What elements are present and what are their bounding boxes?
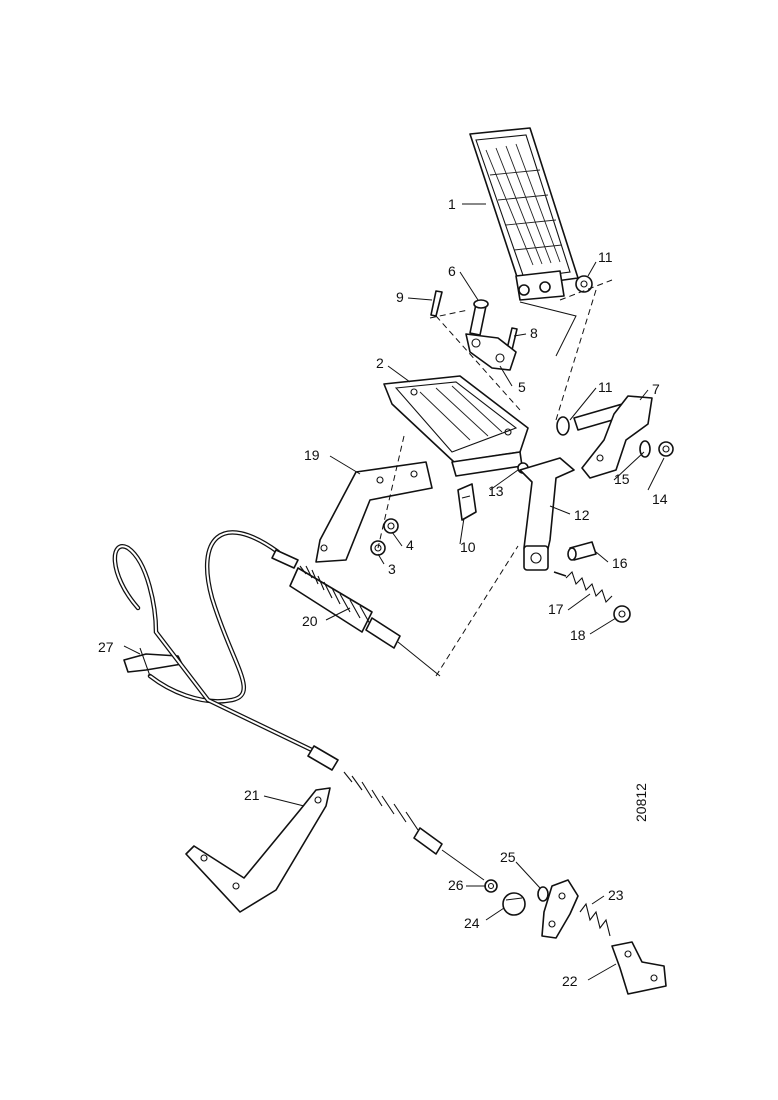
ball-joint [502,892,526,916]
callout-leaders [123,203,665,981]
assembly-line [519,301,577,357]
callout-17: 17 [548,601,564,617]
callout-6: 6 [448,263,456,279]
callout-16: 16 [612,555,628,571]
bracket-clip [457,483,477,521]
lower-cable-adjuster [307,745,485,881]
callout-11-lower: 11 [598,379,613,395]
callout-1: 1 [448,196,456,212]
shaft-washer [556,416,570,436]
pedal-mounting-plate [383,375,529,477]
spring-bracket [611,941,667,995]
pedal-pivot-washer [575,275,593,293]
bracket-washer [383,518,399,534]
lever-bushing [567,541,597,561]
assembly-line [429,279,613,421]
assembly-line [377,435,519,677]
throttle-lever [541,879,579,939]
callout-14: 14 [652,491,668,507]
cable-end-nut [484,879,498,893]
callout-12: 12 [574,507,590,523]
pivot-pin [430,290,443,317]
callout-7: 7 [652,381,660,397]
callout-2: 2 [376,355,384,371]
callout-9: 9 [396,289,404,305]
callout-4: 4 [406,537,414,553]
pedal-bolt [469,299,489,336]
cable-mounting-bracket [185,787,331,913]
return-spring [553,570,613,604]
operating-lever [519,457,575,571]
callout-13: 13 [488,483,504,499]
accelerator-pedal-pad [469,127,579,301]
support-bracket [315,461,433,563]
pedal-arm-bracket [465,333,517,371]
callout-19: 19 [304,447,320,463]
callout-27: 27 [98,639,114,655]
callout-18: 18 [570,627,586,643]
callout-21: 21 [244,787,260,803]
callout-8: 8 [530,325,538,341]
pivot-shaft-lever [573,395,653,479]
lower-cable [112,544,319,755]
callout-11-upper: 11 [598,249,613,265]
callout-26: 26 [448,877,464,893]
callout-15: 15 [614,471,630,487]
ball-joint-washer [537,886,549,902]
callout-23: 23 [608,887,624,903]
callout-20: 20 [302,613,318,629]
upper-cable-loop [147,530,281,704]
callout-25: 25 [500,849,516,865]
callout-labels: 1 11 9 6 8 5 2 11 7 15 14 13 10 12 16 17… [98,196,668,989]
upper-cable-adjuster [271,549,441,677]
callout-10: 10 [460,539,476,555]
drawing-reference-number: 20812 [633,783,649,822]
callout-5-upper: 5 [518,379,526,395]
throttle-return-spring [579,902,611,937]
callout-3: 3 [388,561,396,577]
callout-24: 24 [464,915,480,931]
shaft-nut [658,441,674,457]
spring-nut [613,605,631,623]
callout-22: 22 [562,973,578,989]
